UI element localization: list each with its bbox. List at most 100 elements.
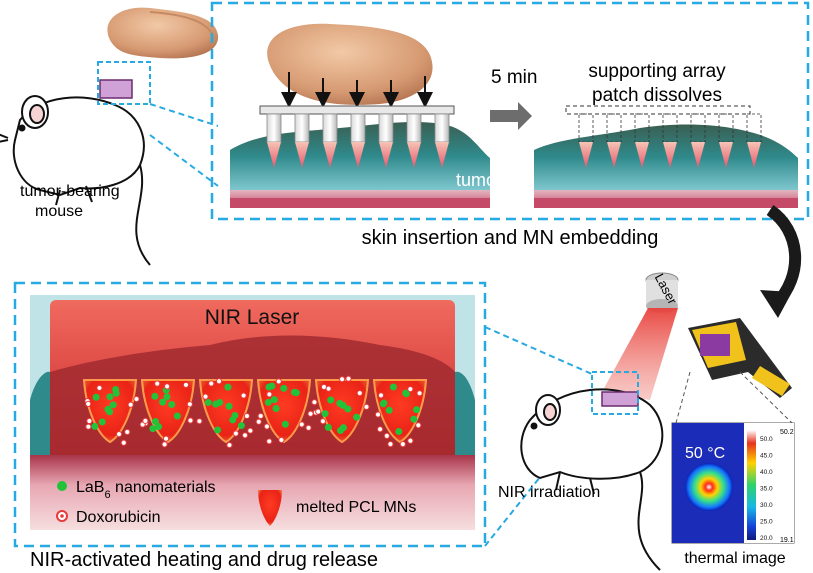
needle-post-outline [718, 113, 734, 143]
doxorubicin-particle [416, 390, 423, 397]
doxorubicin-particle [226, 441, 233, 449]
backing-plate [259, 105, 455, 115]
lab6-particle [321, 410, 329, 418]
lab6-particle [204, 399, 212, 407]
lab6-particle [327, 396, 335, 404]
finger-pressing-icon [267, 23, 433, 105]
needle-tip [435, 142, 449, 168]
embedded-needle-tip [663, 142, 677, 168]
lab6-particle [395, 428, 403, 436]
lab6-particle [272, 404, 280, 412]
lab6-particle [379, 400, 387, 408]
doxorubicin-particle [186, 401, 193, 408]
doxorubicin-particle [257, 412, 264, 420]
doxorubicin-particle [339, 376, 346, 383]
doxorubicin-particle [407, 385, 414, 393]
lab6-particle [324, 423, 332, 431]
doxorubicin-particle [399, 441, 406, 448]
melted-mn-legend-label: melted PCL MNs [296, 499, 416, 516]
lab6-particle [104, 405, 112, 413]
doxorubicin-particle [208, 380, 215, 387]
step1-caption: skin insertion and MN embedding [362, 227, 659, 249]
legend: LaB6 nanomaterials Doxorubicin melted PC… [56, 479, 416, 526]
doxorubicin-particle [387, 441, 394, 448]
arrows-down-group [281, 72, 433, 108]
lab6-particle [155, 423, 163, 431]
mouse-top-illustration [0, 79, 151, 266]
mouse-label-2: mouse [35, 203, 83, 220]
lab6-particle [92, 393, 100, 401]
lab6-particle [152, 418, 160, 426]
doxorubicin-particle [266, 391, 273, 398]
doxorubicin-particle [266, 438, 273, 445]
needle-tip [267, 142, 281, 168]
embedded-needle-tip [747, 142, 761, 168]
lab6-particle [337, 426, 345, 434]
lab6-particle [389, 383, 397, 391]
needle-post-outline [662, 113, 678, 143]
doxorubicin-particle [407, 437, 414, 444]
lab6-particle [268, 382, 276, 390]
needle-post [378, 113, 394, 143]
lab6-particle [413, 406, 421, 414]
doxorubicin-particle [383, 432, 390, 439]
release-panel-border [13, 281, 487, 548]
doxorubicin-particle [275, 378, 282, 385]
zoom-line-top-a [149, 103, 219, 127]
scale-top-value: 50.2 [780, 429, 794, 436]
finger-icon [107, 7, 219, 59]
step2-caption: NIR-activated heating and drug release [30, 549, 378, 571]
camera-link-a [675, 371, 691, 424]
lab6-particle [151, 392, 159, 400]
needle-tip [323, 142, 337, 168]
embedded-needle-tip [635, 142, 649, 168]
doxorubicin-particle [376, 426, 384, 433]
doxorubicin-particle [202, 393, 209, 400]
dissolved-backing-outline [565, 105, 751, 115]
irradiation-label: NIR irradiation [498, 484, 600, 501]
dissolve-label-2: patch dissolves [592, 85, 722, 106]
doxorubicin-particle [85, 400, 92, 407]
thermal-temperature: 50 °C [685, 445, 725, 462]
scale-tick-label: 30.0 [760, 502, 773, 509]
time-label: 5 min [491, 67, 537, 88]
doxorubicin-particle [161, 441, 168, 448]
thermal-image-caption: thermal image [684, 550, 785, 567]
lab6-particle [410, 415, 418, 423]
doxorubicin-particle [162, 435, 170, 442]
doxorubicin-particle [356, 390, 363, 397]
doxorubicin-particle [241, 432, 249, 439]
doxorubicin-particle [298, 421, 305, 428]
melted-microneedles-group [82, 375, 428, 449]
lab6-particle [225, 402, 233, 410]
doxorubicin-particle [255, 418, 262, 425]
insertion-panel-border [210, 1, 810, 221]
mouse-label-1: tumor-bearing [20, 183, 120, 200]
lab6-particle [264, 398, 272, 406]
melted-microneedle [372, 379, 428, 444]
needle-tip [351, 142, 365, 168]
lab6-particle [159, 398, 167, 406]
doxorubicin-particle [263, 423, 271, 430]
doxorubicin-particle [182, 381, 190, 389]
needle-tip [295, 142, 309, 168]
doxorubicin-particle [133, 395, 140, 403]
doxorubicin-particle [187, 417, 194, 424]
doxorubicin-particle [305, 424, 312, 431]
lab6-particle [112, 389, 120, 397]
zoom-box-bottom [591, 371, 639, 415]
doxorubicin-particle [127, 401, 134, 408]
tumor-label: tumor [456, 170, 502, 190]
lab6-particle [339, 401, 347, 409]
doxorubicin-particle [96, 384, 103, 392]
zoom-box-top [97, 61, 151, 105]
doxorubicin-particle [142, 417, 149, 424]
lab6-particle [109, 401, 117, 409]
doxorubicin-particle [315, 408, 322, 415]
doxorubicin-particle [243, 412, 251, 420]
scale-tick-label: 50.0 [760, 436, 773, 443]
scale-tick-label: 25.0 [760, 519, 773, 526]
needle-post-outline [634, 113, 650, 143]
embedded-needle-tip [579, 142, 593, 168]
doxorubicin-particle [374, 411, 382, 418]
